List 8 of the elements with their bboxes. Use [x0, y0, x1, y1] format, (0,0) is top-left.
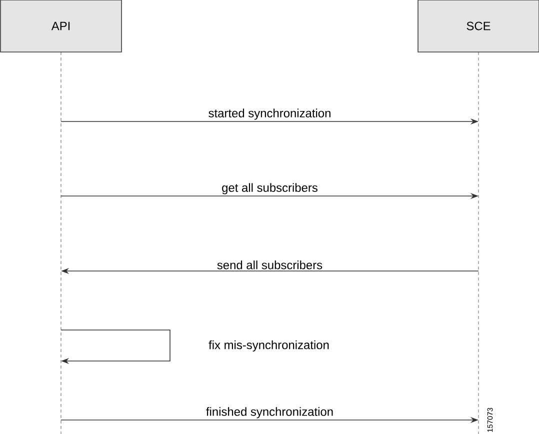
edge-label: started synchronization — [208, 108, 330, 120]
self-message-arrow — [60, 330, 170, 364]
edge-label: send all subscribers — [217, 260, 322, 270]
edge-label: get all subscribers — [222, 183, 318, 194]
edge-label: fix mis-synchronization — [208, 340, 329, 352]
edge-label: finished synchronization — [206, 407, 333, 418]
participant-box: SCE — [418, 0, 539, 52]
participant-box: API — [0, 0, 122, 52]
